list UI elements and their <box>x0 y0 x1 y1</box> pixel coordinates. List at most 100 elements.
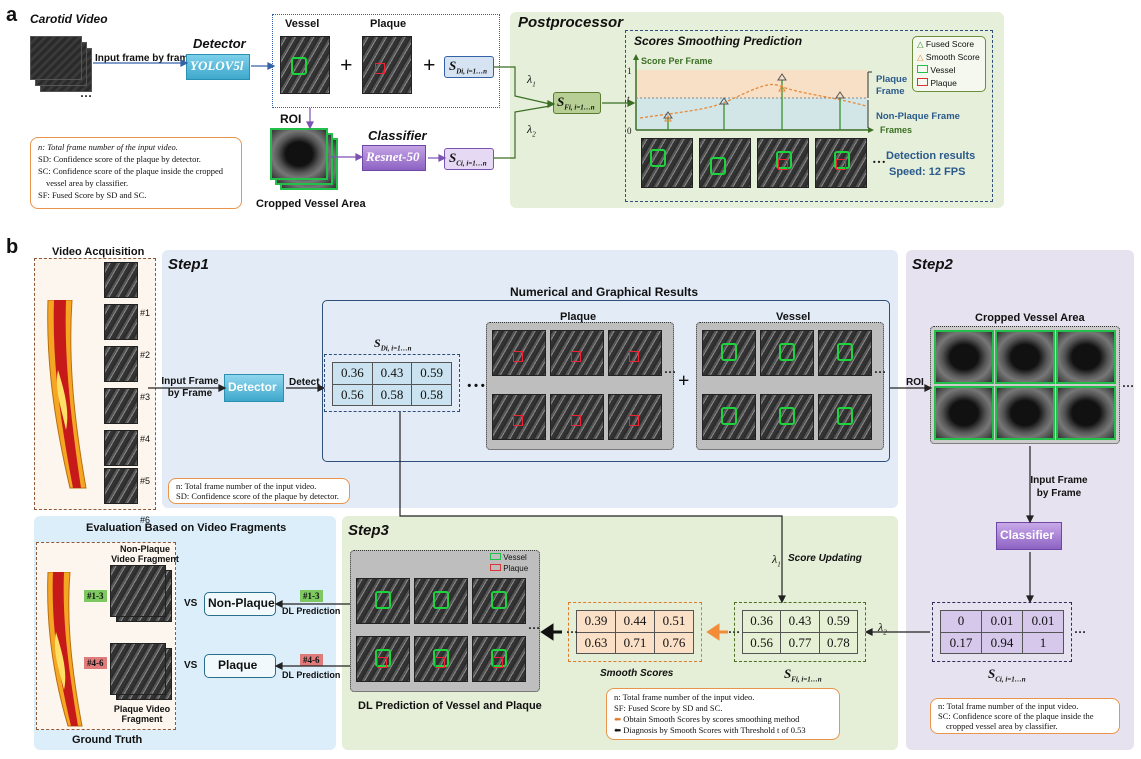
input-frame-b: Input Frame by Frame <box>161 376 219 399</box>
vessel-thumb <box>760 330 814 376</box>
smooth-table-box <box>568 602 702 662</box>
ellipsis-smooth: … <box>566 622 578 636</box>
plaque-thumb <box>492 330 546 376</box>
tick-t: t <box>627 94 630 104</box>
postprocessor-title: Postprocessor <box>518 14 624 31</box>
dl-thumb <box>472 636 526 682</box>
cropped-thumb <box>934 330 994 384</box>
roi-b: ROI <box>906 377 924 388</box>
step2-title: Step2 <box>912 256 953 273</box>
cropped-thumb <box>934 386 994 440</box>
plaque-result <box>204 654 276 678</box>
non-plaque-fragment: Non-Plaque Video Fragment <box>111 544 179 564</box>
cropped-thumb <box>1056 386 1116 440</box>
sd-score-box <box>444 56 494 78</box>
plaque-result-text: Plaque <box>218 658 258 672</box>
dl-tag-1: #1-3 <box>300 590 323 602</box>
input-frame-b2: Input Frame by Frame <box>1030 475 1088 499</box>
classifier-title: Classifier <box>368 128 427 143</box>
note-b2: n: Total frame number of the input video… <box>930 698 1120 734</box>
vessel-thumb <box>702 330 756 376</box>
ground-truth: Ground Truth <box>72 734 143 746</box>
p-fragment-frame <box>110 643 166 695</box>
vessel-thumb <box>760 394 814 440</box>
ellipsis-plaque: … <box>664 362 676 376</box>
np-fragment-frame <box>110 565 166 617</box>
ellipsis-sc: … <box>1074 622 1086 636</box>
non-plaque-frame-label: Non-Plaque Frame <box>876 111 960 122</box>
sc-table-box <box>932 602 1072 662</box>
plaque-heading: Plaque <box>370 18 407 30</box>
plaque-frame-label: Plaque Frame <box>876 74 908 97</box>
non-plaque-text: Non-Plaque <box>208 596 275 610</box>
detection-results: Detection results <box>886 150 976 162</box>
sc-score-label: SCi, i=1…n <box>449 150 487 168</box>
dl-thumb <box>356 636 410 682</box>
score-updating: Score Updating <box>788 553 862 564</box>
sd-score-label: SDi, i=1…n <box>449 58 488 76</box>
plaque-thumb <box>492 394 546 440</box>
video-frame-stack-1 <box>30 36 82 80</box>
dl-prediction-1: DL Prediction <box>282 606 341 616</box>
note-b3: n: Total frame number of the input video… <box>606 688 840 740</box>
classifier-b-label: Classifier <box>1000 528 1055 542</box>
gt-tag-1: #1-3 <box>84 590 107 602</box>
input-frame-label: Input frame by frame <box>95 53 194 64</box>
ellipsis-cropped: … <box>1122 376 1134 390</box>
evaluation-title: Evaluation Based on Video Fragments <box>86 522 287 534</box>
axis-x-label: Frames <box>880 125 913 135</box>
cropped-thumb <box>1056 330 1116 384</box>
cropped-b-title: Cropped Vessel Area <box>975 312 1085 324</box>
ellipsis: … <box>80 86 92 100</box>
vessel-heading: Vessel <box>285 18 320 30</box>
classifier-b-box <box>996 522 1062 550</box>
ellipsis-detect: … <box>872 152 886 167</box>
video-acq-title: Video Acquisition <box>52 246 145 258</box>
detector-box <box>186 54 250 80</box>
dl-thumb <box>414 578 468 624</box>
cropped-label: Cropped Vessel Area <box>256 198 366 210</box>
dl-thumb <box>414 636 468 682</box>
plaque-frame <box>362 36 412 94</box>
plus-b2: + <box>678 370 690 392</box>
sf-score-label: SFi, i=1…n <box>557 94 595 112</box>
vessel-b-title: Vessel <box>776 311 811 323</box>
non-plaque-result <box>204 592 276 616</box>
vessel-thumb <box>702 394 756 440</box>
plaque-thumb <box>550 394 604 440</box>
sc-score-box <box>444 148 494 170</box>
note-a: n: Total frame number of the input video… <box>30 137 242 209</box>
detector-output-box <box>272 14 500 108</box>
classifier-box <box>362 145 426 171</box>
detector-b-label: Detector <box>228 380 277 394</box>
panel-a-label: a <box>6 4 18 26</box>
dl-tag-2: #4-6 <box>300 654 323 666</box>
classifier-model: Resnet-50 <box>366 149 420 164</box>
step1-title: Step1 <box>168 256 209 273</box>
plaque-fragment: Plaque Video Fragment <box>113 704 171 724</box>
cropped-thumb <box>995 386 1055 440</box>
tick-1: 1 <box>627 66 632 76</box>
sf-b-label: SFi, i=1…n <box>784 666 822 684</box>
dl-prediction-2: DL Prediction <box>282 670 341 680</box>
dl-prediction-title: DL Prediction of Vessel and Plaque <box>358 700 542 712</box>
vs-1: VS <box>184 598 198 609</box>
gt-tag-2: #4-6 <box>84 657 107 669</box>
detect-frame-4 <box>815 138 867 188</box>
ellipsis-sf: … <box>728 622 740 636</box>
dl-thumb <box>472 578 526 624</box>
results-title: Numerical and Graphical Results <box>510 285 699 299</box>
results-box <box>322 300 890 462</box>
lambda1-a: λ1 <box>527 72 536 89</box>
legend-a: △ Fused Score △ Smooth Score Vessel Plaq… <box>912 36 986 92</box>
plaque-thumb <box>608 330 662 376</box>
gt-artery <box>47 572 83 727</box>
note-b1: n: Total frame number of the input video… <box>168 478 350 504</box>
vs-2: VS <box>184 660 198 671</box>
ellipsis-vessel: … <box>874 362 886 376</box>
